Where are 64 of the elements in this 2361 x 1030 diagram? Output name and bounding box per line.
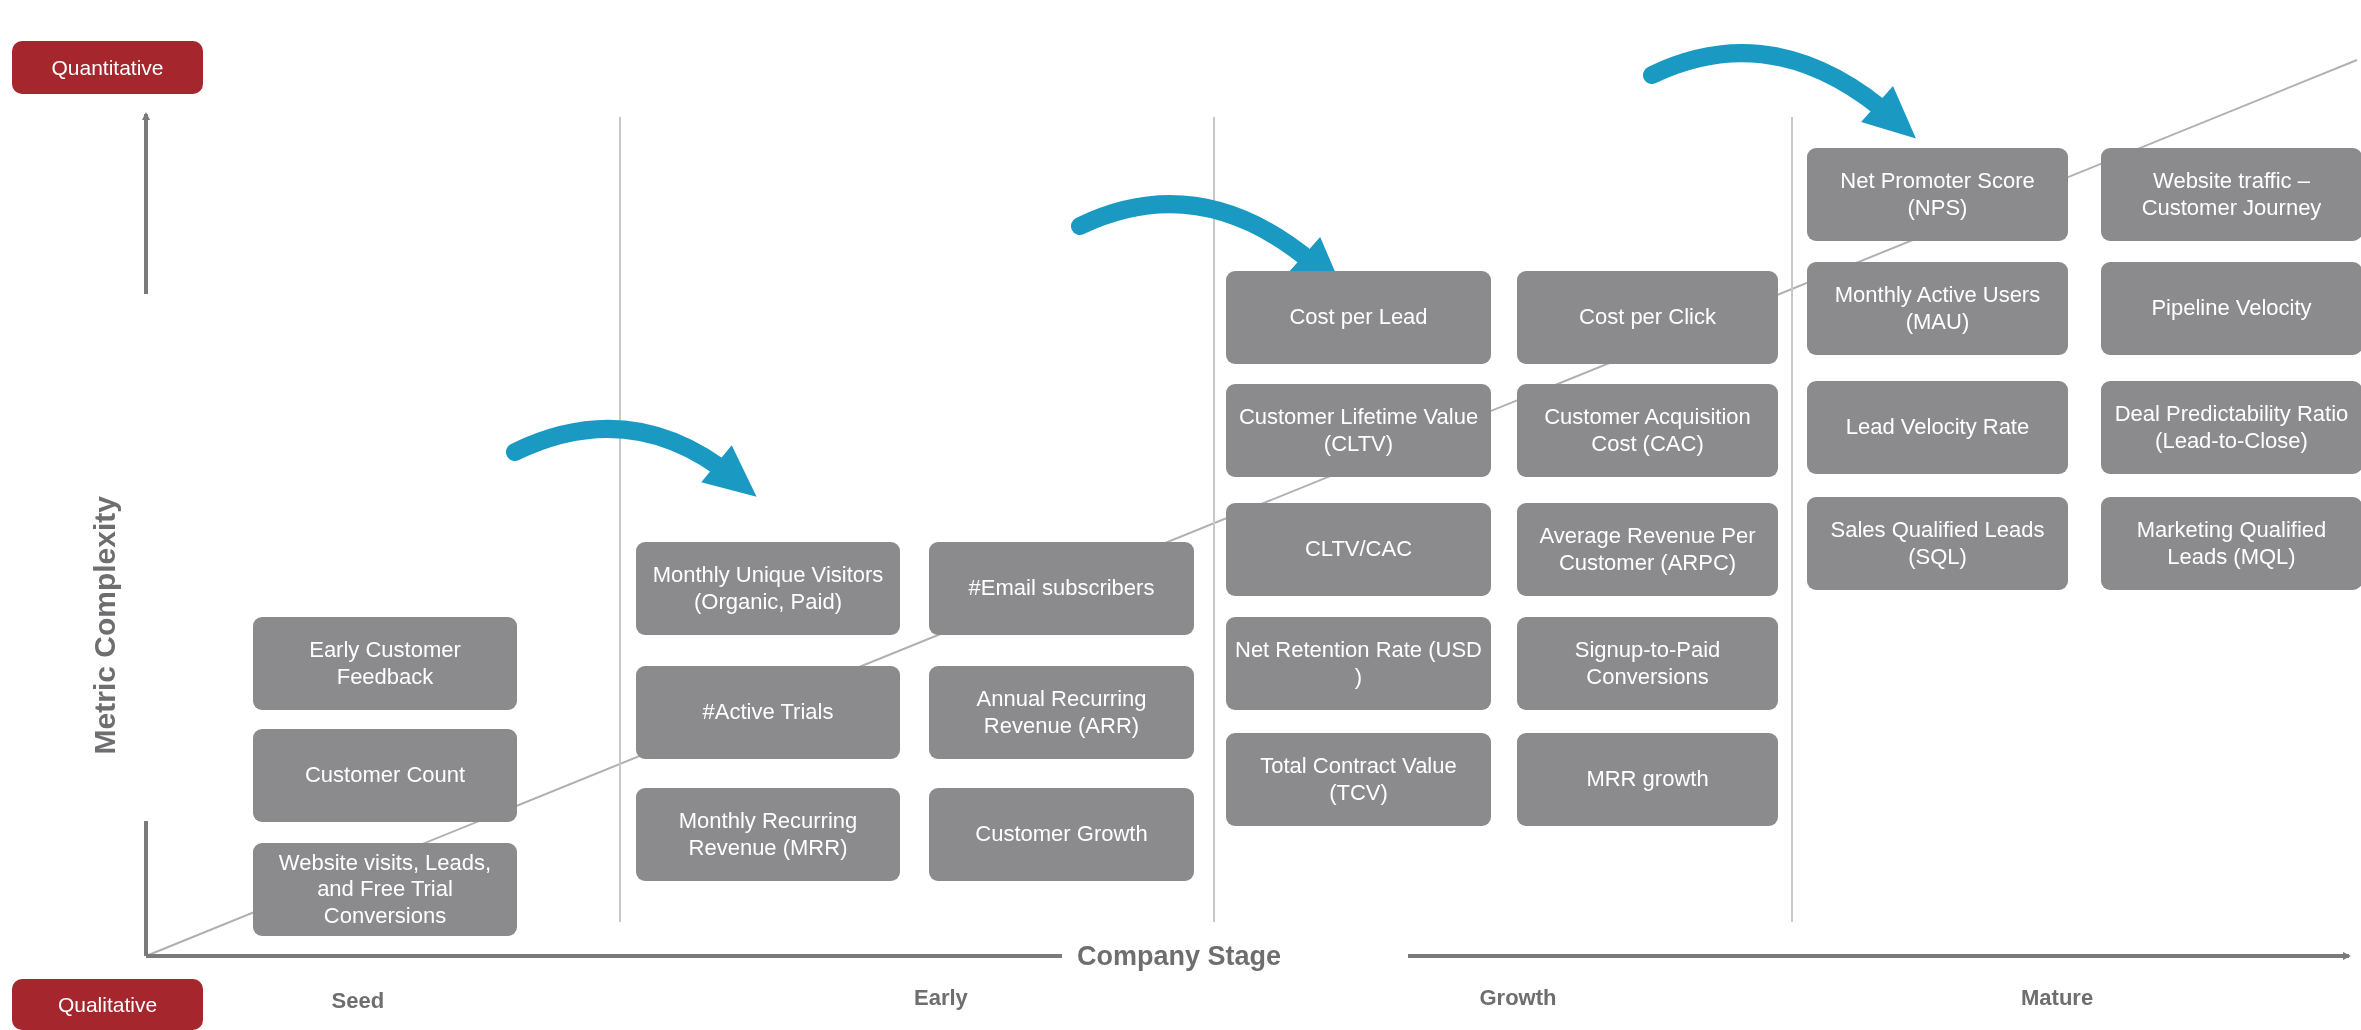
metric-card [636, 542, 900, 635]
metric-label: Net Retention Rate (USD ) [1234, 637, 1483, 690]
metric-card [2101, 148, 2361, 241]
metric-label: Monthly Active Users (MAU) [1833, 282, 2042, 335]
metric-label: Monthly Unique Visitors (Organic, Paid) [651, 562, 885, 615]
stage-label: Early [914, 985, 968, 1011]
metric-label: Cost per Click [1579, 304, 1716, 331]
metric-label: Net Promoter Score (NPS) [1839, 168, 2036, 221]
metric-card [1517, 384, 1778, 477]
metric-label: Lead Velocity Rate [1845, 414, 2030, 441]
metric-label: Monthly Recurring Revenue (MRR) [677, 808, 859, 861]
metric-card [929, 666, 1194, 759]
metric-label: Customer Acquisition Cost (CAC) [1543, 404, 1752, 457]
scale-badge [12, 41, 203, 94]
metric-label: Cost per Lead [1289, 304, 1428, 331]
metric-card [1226, 503, 1491, 596]
metric-label: Signup-to-Paid Conversions [1573, 637, 1722, 690]
metric-label: Marketing Qualified Leads (MQL) [2135, 517, 2328, 570]
scale-label: Qualitative [57, 992, 158, 1017]
metric-label: Sales Qualified Leads (SQL) [1829, 517, 2046, 570]
metric-card [1226, 384, 1491, 477]
metric-label: Annual Recurring Revenue (ARR) [975, 686, 1148, 739]
metric-card [929, 542, 1194, 635]
metric-card [929, 788, 1194, 881]
metric-card [1807, 148, 2068, 241]
metric-card [1226, 271, 1491, 364]
metric-label: Customer Growth [975, 821, 1148, 848]
metric-card [1226, 733, 1491, 826]
axis-title: Company Stage [1077, 940, 1282, 972]
metric-label: Customer Lifetime Value (CLTV) [1237, 404, 1480, 457]
metric-card [253, 729, 517, 822]
metric-card [253, 617, 517, 710]
metric-card [1517, 733, 1778, 826]
metric-card [1517, 503, 1778, 596]
metric-card [253, 843, 517, 936]
metric-card [1807, 262, 2068, 355]
metric-label: Deal Predictability Ratio (Lead-to-Close) [2113, 401, 2350, 454]
scale-label: Quantitative [51, 55, 164, 80]
metric-label: Average Revenue Per Customer (ARPC) [1538, 523, 1757, 576]
scale-badge [12, 979, 203, 1030]
metric-card [1807, 381, 2068, 474]
metric-label: Total Contract Value (TCV) [1259, 753, 1458, 806]
metric-label: Customer Count [304, 762, 466, 789]
metric-label: Pipeline Velocity [2151, 295, 2312, 322]
metric-label: MRR growth [1586, 766, 1709, 793]
metric-card [1226, 617, 1491, 710]
metric-label: #Active Trials [702, 699, 834, 726]
metric-card [1517, 617, 1778, 710]
metric-label: Early Customer Feedback [308, 637, 462, 690]
stage-label: Seed [331, 988, 385, 1014]
metric-label: CLTV/CAC [1304, 536, 1413, 563]
axis-title: Metric Complexity [88, 496, 122, 755]
metric-card [1517, 271, 1778, 364]
metric-label: Website traffic – Customer Journey [2140, 168, 2323, 221]
metric-label: Website visits, Leads, and Free Trial Conversions [277, 849, 493, 930]
metric-card [636, 788, 900, 881]
stage-label: Growth [1479, 985, 1557, 1011]
metric-label: #Email subscribers [968, 575, 1155, 602]
metric-card [1807, 497, 2068, 590]
stage-label: Mature [2021, 985, 2094, 1011]
metric-card [2101, 262, 2361, 355]
metric-card [2101, 497, 2361, 590]
metric-card [2101, 381, 2361, 474]
metric-card [636, 666, 900, 759]
